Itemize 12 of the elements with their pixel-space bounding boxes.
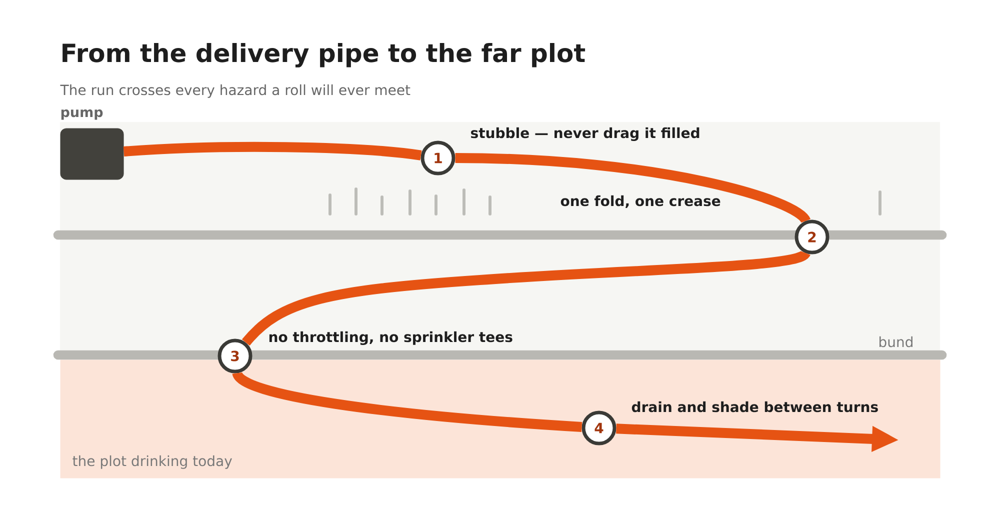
title: From the delivery pipe to the far plot xyxy=(62,42,586,68)
hose-line xyxy=(123,142,422,160)
hose-line xyxy=(233,370,582,432)
pump-label: pump xyxy=(61,109,103,120)
subtitle: The run crosses every hazard a roll will ever meet xyxy=(60,84,410,98)
hazard-note: no throttling, no sprinkler tees xyxy=(269,331,512,345)
hose-line xyxy=(455,153,810,224)
hazard-note: one fold, one crease xyxy=(560,195,720,208)
hose-line xyxy=(242,249,809,346)
hazard-note: stubble — never drag it filled xyxy=(471,127,700,141)
hazard-note: drain and shade between turns xyxy=(632,401,878,412)
bund-label: bund xyxy=(880,336,912,348)
